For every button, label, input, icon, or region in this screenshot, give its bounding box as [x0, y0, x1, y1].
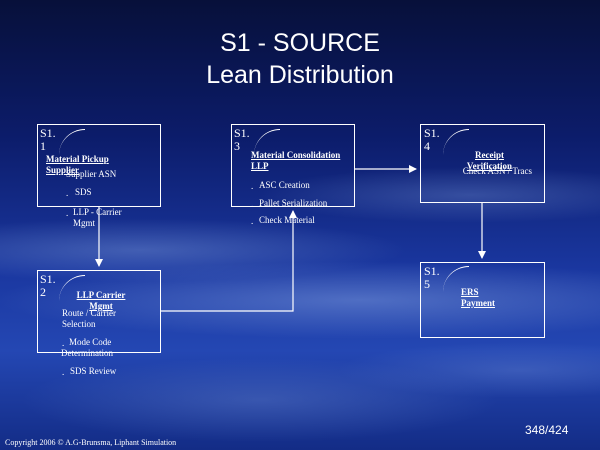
step-item: SDS Review [70, 366, 117, 376]
step-item: LLP - Carrier Mgmt [73, 207, 122, 228]
slide-subtitle: Lean Distribution [206, 61, 394, 89]
step-heading-s1-4: Receipt Verification [466, 150, 513, 171]
step-number-s1-5: S1. 5 [424, 264, 440, 291]
step-item: Check Material [259, 215, 315, 225]
step-number-s1-1: S1. 1 [40, 126, 56, 153]
step-item: Route / Carrier Selection [62, 308, 116, 329]
step-box-s1-4 [420, 124, 545, 203]
step-box-s1-3 [231, 124, 355, 207]
step-heading-s1-3: Material Consolidation LLP [251, 150, 341, 171]
step-item: Pallet Serialization [259, 198, 328, 208]
step-number-s1-2: S1. 2 [40, 272, 56, 299]
step-item: Supplier ASN [66, 169, 117, 179]
arrow-s1-2-to-s1-3 [161, 210, 297, 312]
step-number-s1-4: S1. 4 [424, 126, 440, 153]
step-item: SDS [75, 187, 92, 197]
step-box-s1-5 [420, 262, 545, 338]
bullet: . [66, 188, 69, 198]
step-heading-s1-5: ERS Payment [461, 287, 495, 308]
step-item: Mode Code Determination [61, 337, 113, 358]
step-item: Check ASN / Tracs [462, 166, 532, 176]
bullet: . [66, 208, 69, 218]
step-box-s1-1 [37, 124, 161, 207]
slide-title: S1 - SOURCE [220, 29, 380, 57]
bullet: . [251, 181, 254, 191]
step-box-s1-2 [37, 270, 161, 353]
bullet: . [62, 338, 65, 348]
step-heading-s1-2: LLP Carrier Mgmt [76, 290, 126, 311]
step-number-s1-3: S1. 3 [234, 126, 250, 153]
copyright-footer: Copyright 2006 © A.G-Brunsma, Liphant Si… [5, 438, 177, 447]
page-number: 348/424 [525, 423, 569, 437]
step-heading-s1-1: Material Pickup Supplier [46, 154, 109, 175]
bullet: . [251, 216, 254, 226]
bullet: . [62, 367, 65, 377]
step-item: ASC Creation [259, 180, 310, 190]
bullet: . [251, 199, 254, 209]
